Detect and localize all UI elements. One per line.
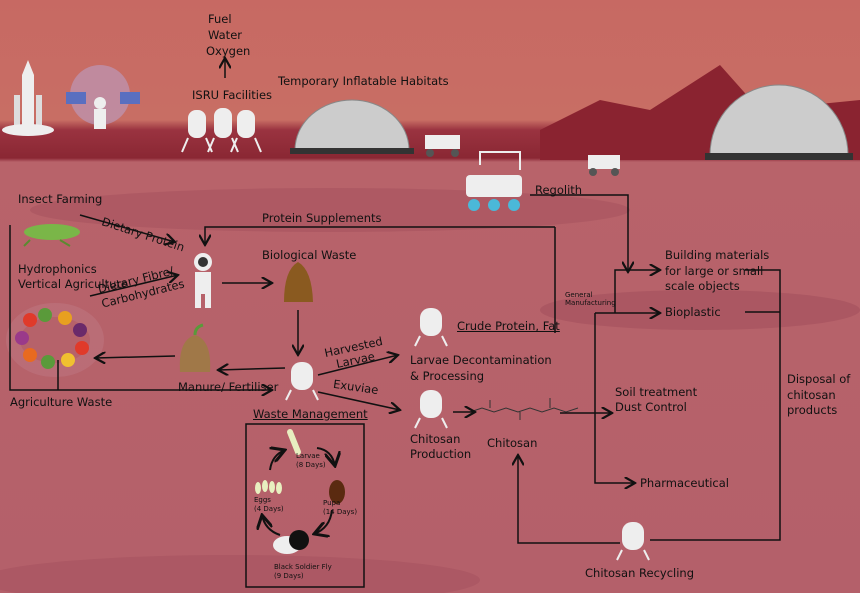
agriculture-waste-label: Agriculture Waste <box>10 395 113 409</box>
waste-management-label: Waste Management <box>253 407 368 421</box>
vertical-agriculture-label: Vertical Agriculture <box>18 277 128 291</box>
grasshopper-icon <box>23 224 80 247</box>
lifecycle-eggs-days: (4 Days) <box>254 505 284 513</box>
rover-icon <box>425 135 460 157</box>
larvae-decontamination-label: Larvae Decontamination <box>410 353 552 367</box>
chitosan-molecule-icon <box>469 398 579 420</box>
isru-label: ISRU Facilities <box>192 88 273 102</box>
disposal-label: Disposal of <box>787 372 851 386</box>
processing-label: & Processing <box>410 369 485 383</box>
building-materials-label: Building materials <box>665 248 770 262</box>
regolith-label: Regolith <box>535 183 583 197</box>
habitat-dome-icon <box>705 84 853 160</box>
production-label: Production <box>410 447 472 461</box>
crude-protein-label: Crude Protein, Fat <box>457 319 560 333</box>
building-materials-label-2: for large or small <box>665 264 764 278</box>
vegetables-icon <box>6 303 104 377</box>
astronaut-icon <box>194 253 212 308</box>
hydroponics-label: Hydrophonics <box>18 262 97 276</box>
manufacturing-label: Manufacturing <box>565 299 616 307</box>
lifecycle-larvae-days: (8 Days) <box>296 461 326 469</box>
black-soldier-fly-icon <box>273 530 309 554</box>
chitosan-production-label: Chitosan <box>410 432 461 446</box>
resource-fuel: Fuel <box>208 12 232 26</box>
habitat-dome-icon <box>290 99 414 154</box>
fertiliser-bag-icon <box>179 323 211 372</box>
pharmaceutical-label: Pharmaceutical <box>640 476 730 490</box>
resource-water: Water <box>208 28 242 42</box>
disposal-label-2: chitosan <box>787 388 836 402</box>
insect-farming-label: Insect Farming <box>18 192 103 206</box>
pupa-icon <box>329 480 345 504</box>
eggs-icon <box>255 480 282 494</box>
dust-control-label: Dust Control <box>615 400 687 414</box>
resource-oxygen: Oxygen <box>206 44 251 58</box>
lifecycle-pupa-days: (14 Days) <box>323 508 358 516</box>
building-materials-label-3: scale objects <box>665 279 740 293</box>
processing-pod-icon <box>285 362 319 401</box>
rover-icon <box>588 155 620 176</box>
habitats-label: Temporary Inflatable Habitats <box>278 74 449 88</box>
disposal-label-3: products <box>787 403 838 417</box>
poop-icon <box>284 262 313 302</box>
processing-pod-icon <box>616 522 650 561</box>
lifecycle-fly-days: (9 Days) <box>274 572 304 580</box>
processing-pod-icon <box>414 390 448 429</box>
lifecycle-eggs: Eggs <box>254 496 271 504</box>
chitosan-label: Chitosan <box>487 436 538 450</box>
manure-label: Manure/ Fertiliser <box>178 380 279 394</box>
biological-waste-label: Biological Waste <box>262 248 357 262</box>
regolith-rover-icon <box>466 151 522 211</box>
rocket-icon <box>2 60 54 136</box>
chitosan-recycling-label: Chitosan Recycling <box>585 566 695 580</box>
processing-pod-icon <box>414 308 448 347</box>
lifecycle-box <box>245 423 365 588</box>
bioplastic-label: Bioplastic <box>665 305 721 319</box>
isru-facilities-icon <box>181 108 262 153</box>
larva-icon <box>287 429 301 455</box>
lifecycle-larvae: Larvae <box>296 452 320 460</box>
astronaut-flags-icon <box>66 65 140 129</box>
protein-supplements-label: Protein Supplements <box>262 211 382 225</box>
soil-treatment-label: Soil treatment <box>615 385 698 399</box>
lifecycle-fly: Black Soldier Fly <box>274 563 332 571</box>
general-label: General <box>565 291 593 299</box>
lifecycle-pupa: Pupa <box>323 499 341 507</box>
